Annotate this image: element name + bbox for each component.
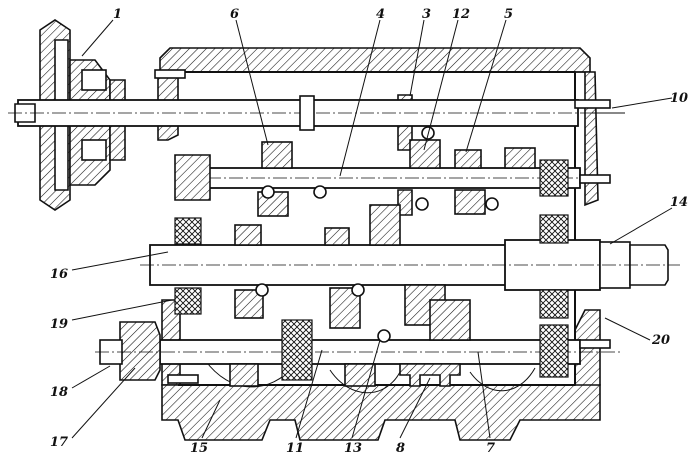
- callout-14: 14: [670, 195, 688, 210]
- callout-1: 1: [113, 7, 122, 22]
- callout-11: 11: [286, 441, 304, 456]
- callout-6: 6: [230, 7, 239, 22]
- output-shaft: [95, 319, 620, 381]
- leader-lines: [71, 19, 673, 439]
- callout-7: 7: [486, 441, 495, 456]
- callout-4: 4: [376, 7, 385, 22]
- callout-3: 3: [422, 7, 431, 22]
- callout-12: 12: [452, 7, 470, 22]
- callout-15: 15: [190, 441, 208, 456]
- callout-10: 10: [670, 91, 688, 106]
- callout-20: 20: [651, 333, 670, 348]
- callout-18: 18: [50, 385, 68, 400]
- input-shaft: [8, 95, 625, 131]
- callout-16: 16: [50, 267, 68, 282]
- main-spindle: [140, 214, 680, 319]
- callout-5: 5: [504, 7, 513, 22]
- callout-19: 19: [50, 317, 68, 332]
- callout-labels: 1 6 4 3 12 5 10 14 16 19 20 18 17 15 11 …: [50, 7, 688, 456]
- intermediate-shaft: [174, 154, 600, 201]
- callout-13: 13: [344, 441, 362, 456]
- callout-8: 8: [396, 441, 405, 456]
- callout-17: 17: [50, 435, 68, 450]
- gear-blocks: [154, 69, 611, 387]
